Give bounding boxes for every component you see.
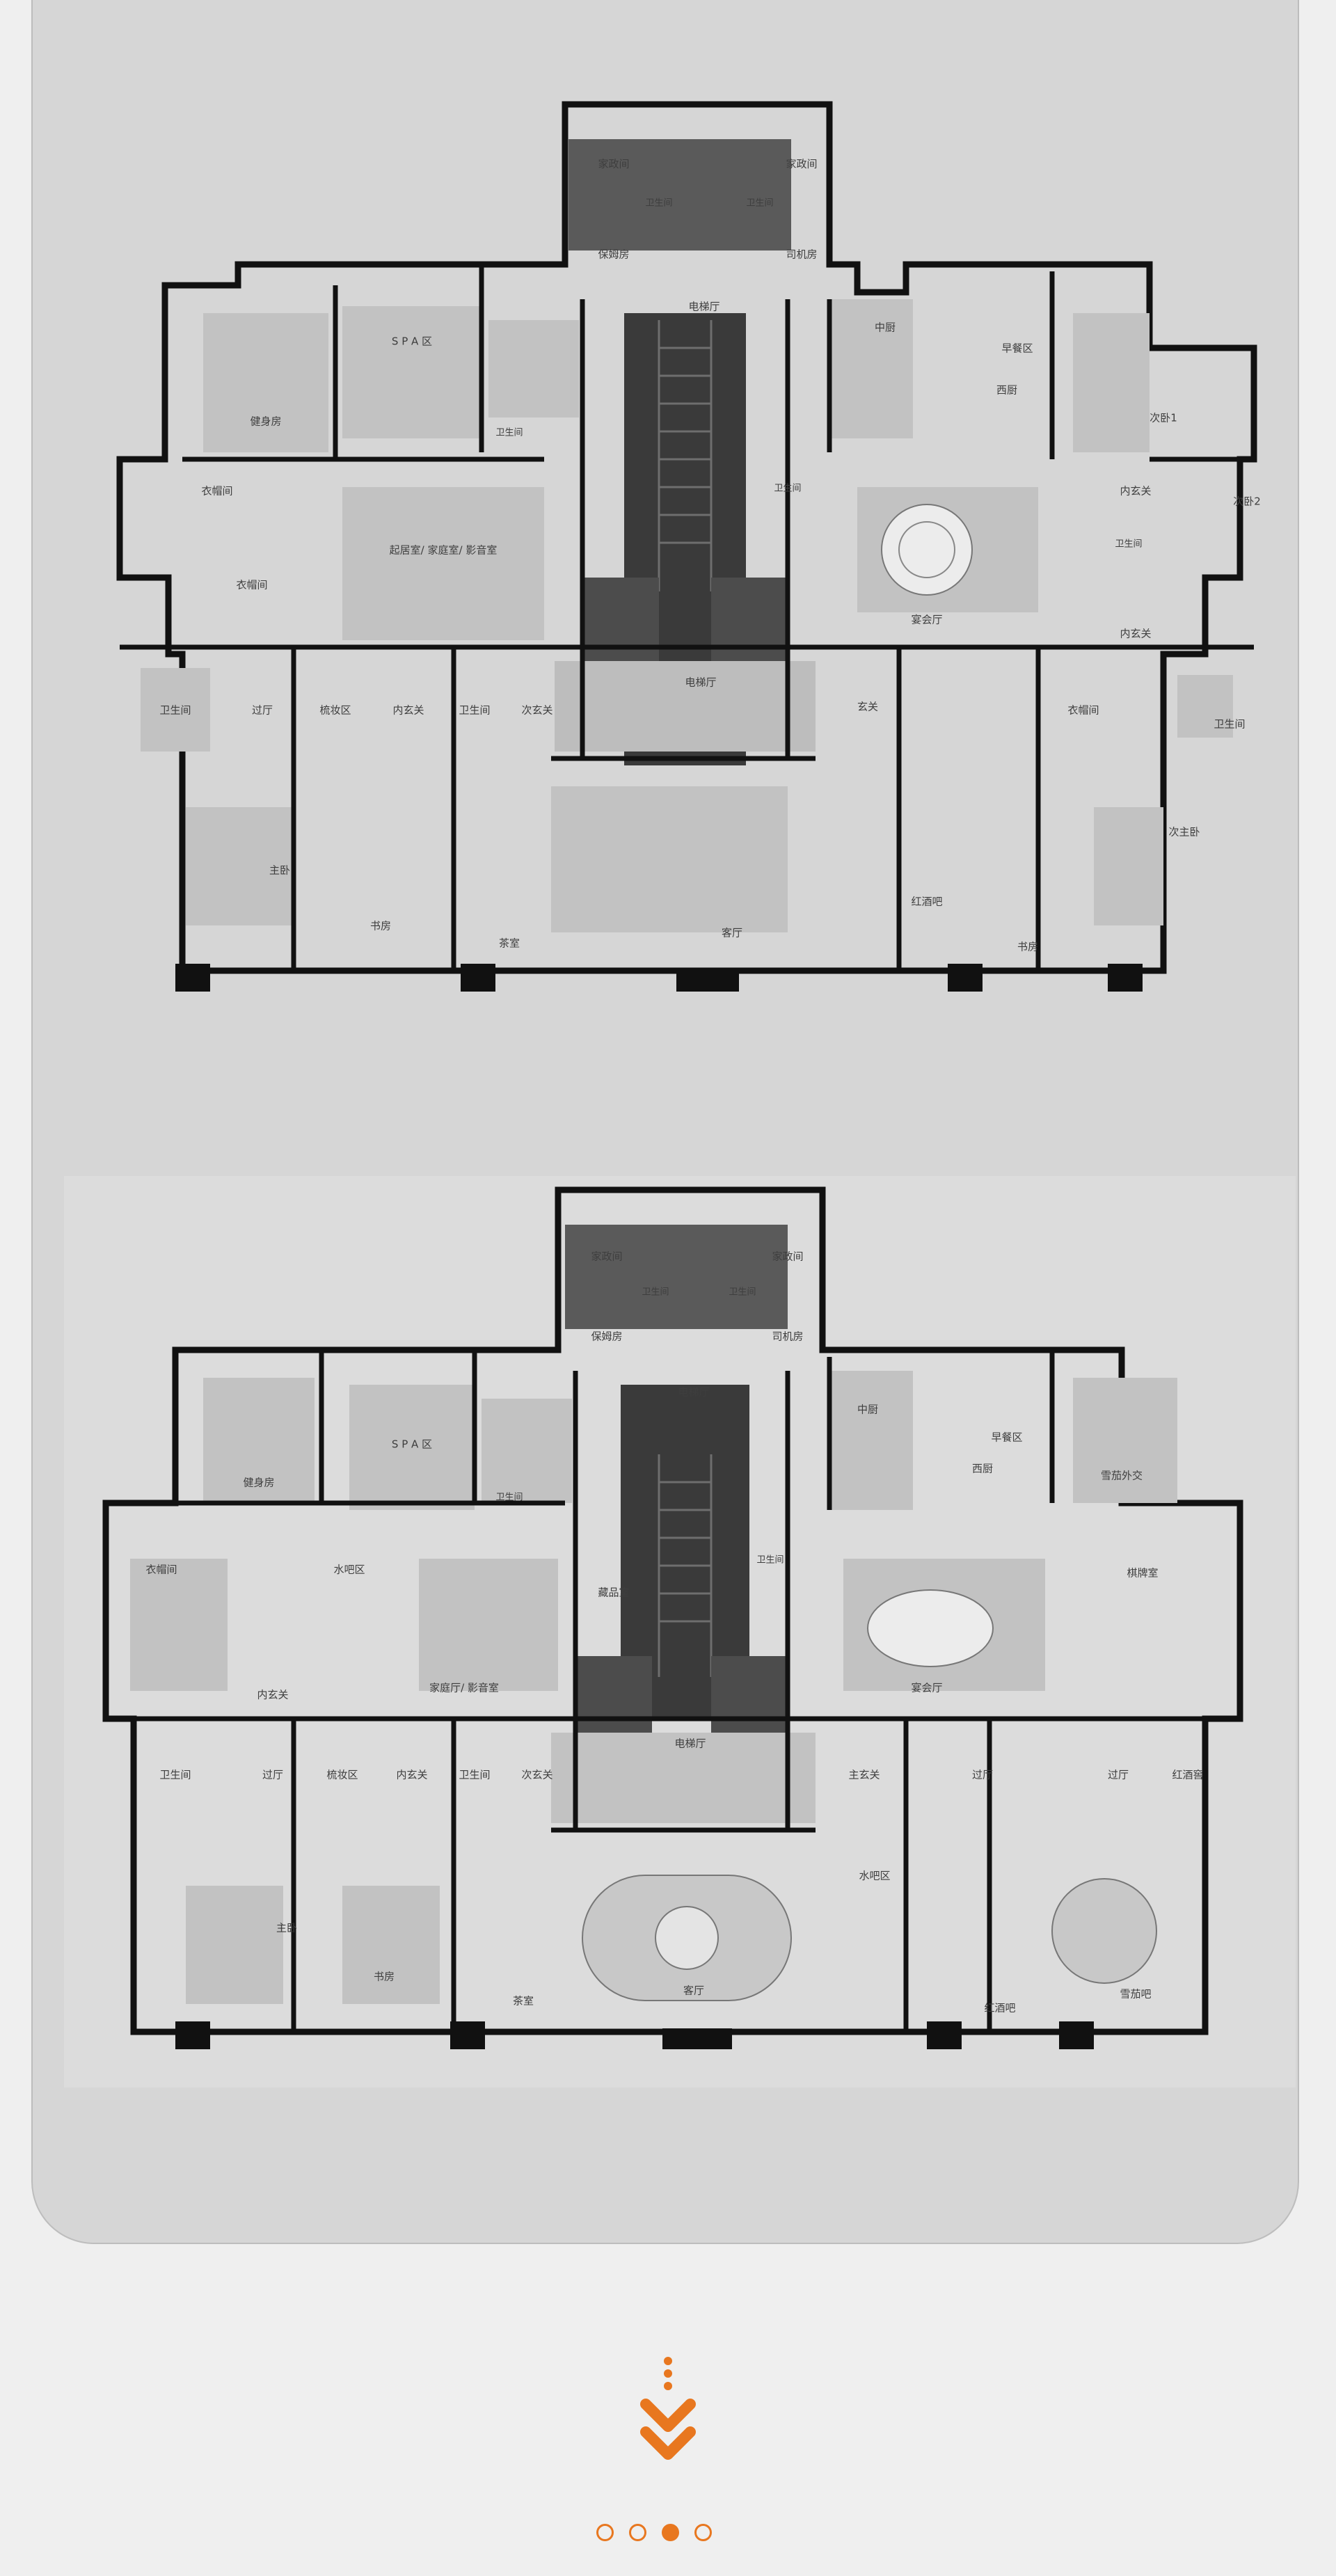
room-label: 茶室: [512, 1994, 534, 2007]
chevron-down-icon[interactable]: [633, 2355, 703, 2481]
room-label: 红酒吧: [984, 2001, 1016, 2014]
room-label: 次主卧: [1168, 825, 1200, 838]
room-label: 书房: [373, 1970, 395, 1983]
room-label: 家政间: [598, 157, 630, 170]
room-label: 卫生间: [1214, 717, 1246, 731]
room-label: 西厨: [996, 383, 1018, 397]
room-label: 雪茄吧: [1120, 1987, 1152, 2001]
room-label: 卫生间: [642, 1287, 669, 1298]
room-label: 内玄关: [257, 1688, 289, 1701]
room-label: 电梯厅: [685, 676, 717, 689]
room-label: 客厅: [721, 926, 743, 939]
room-label: 衣帽间: [145, 1563, 177, 1576]
room-label: 内玄关: [392, 703, 424, 717]
room-label: 卫生间: [729, 1287, 756, 1298]
room-label: 过厅: [262, 1768, 284, 1781]
room-label: 玄关: [857, 700, 879, 713]
room-label: 家政间: [786, 157, 818, 170]
room-label: 梳妆区: [319, 703, 351, 717]
floor-plan-top-drawing: [116, 101, 1257, 992]
room-label: 衣帽间: [1067, 703, 1099, 717]
room-label: 书房: [369, 919, 392, 932]
room-label: 卫生间: [159, 703, 191, 717]
room-label: 卫生间: [459, 703, 491, 717]
room-label: 司机房: [786, 248, 818, 261]
floor-plan-bottom: 家政间 家政间 卫生间 卫生间 保姆房 司机房 电梯厅 S P A 区 健身房 …: [64, 1176, 1296, 2088]
room-label: 家政间: [772, 1250, 804, 1263]
room-label: 电梯厅: [688, 300, 720, 313]
room-label: 雪茄外交: [1100, 1469, 1143, 1482]
room-label: 健身房: [243, 1476, 275, 1489]
room-label: 卫生间: [774, 483, 802, 494]
room-label: 起居室/ 家庭室/ 影音室: [389, 543, 498, 557]
room-label: 红酒吧: [911, 895, 943, 908]
room-label: S P A 区: [391, 1438, 433, 1451]
room-label: 宴会厅: [911, 613, 943, 626]
room-label: 内玄关: [1120, 484, 1152, 498]
room-label: 藏品室: [598, 1586, 630, 1599]
plans-card: 家政间 家政间 卫生间 卫生间 保姆房 司机房 电梯厅 S P A 区 健身房 …: [31, 0, 1299, 2244]
room-label: 衣帽间: [201, 484, 233, 498]
pager-dot-active[interactable]: [662, 2524, 679, 2541]
room-label: 水吧区: [859, 1869, 891, 1882]
room-label: 书房: [1017, 940, 1039, 953]
room-label: 卫生间: [495, 427, 523, 438]
room-label: 宴会厅: [911, 1681, 943, 1694]
room-label: 电梯厅: [674, 1737, 706, 1750]
room-label: 早餐区: [1001, 342, 1033, 355]
room-label: 健身房: [250, 415, 282, 428]
room-label: 保姆房: [591, 1330, 623, 1343]
room-label: 早餐区: [991, 1431, 1023, 1444]
room-label: 客厅: [683, 1984, 705, 1997]
room-label: 西厨: [971, 1462, 994, 1475]
room-label: 电梯厅: [678, 1385, 710, 1399]
room-label: 茶室: [498, 937, 520, 950]
room-label: S P A 区: [391, 335, 433, 348]
room-label: 卫生间: [645, 198, 673, 209]
room-label: 红酒窖: [1172, 1768, 1204, 1781]
floor-plan-bottom-drawing: [64, 1176, 1296, 2088]
room-label: 卫生间: [159, 1768, 191, 1781]
room-label: 次卧1: [1150, 411, 1177, 424]
room-label: 主卧: [269, 864, 291, 877]
room-label: 家庭厅/ 影音室: [429, 1681, 499, 1694]
room-label: 卫生间: [746, 198, 774, 209]
room-label: 卫生间: [1115, 539, 1143, 550]
room-label: 次卧2: [1233, 495, 1261, 508]
room-label: 卫生间: [756, 1555, 784, 1566]
room-label: 主玄关: [848, 1768, 880, 1781]
room-label: 过厅: [251, 703, 273, 717]
room-label: 次玄关: [521, 1768, 553, 1781]
room-label: 保姆房: [598, 248, 630, 261]
room-label: 衣帽间: [236, 578, 268, 591]
room-label: 过厅: [1107, 1768, 1129, 1781]
room-label: 司机房: [772, 1330, 804, 1343]
floor-plan-top: 家政间 家政间 卫生间 卫生间 保姆房 司机房 电梯厅 S P A 区 健身房 …: [64, 90, 1296, 1002]
room-label: 过厅: [971, 1768, 994, 1781]
room-label: 卫生间: [495, 1492, 523, 1503]
room-label: 内玄关: [1120, 627, 1152, 640]
room-label: 家政间: [591, 1250, 623, 1263]
room-label: 棋牌室: [1127, 1566, 1159, 1580]
room-label: 梳妆区: [326, 1768, 358, 1781]
room-label: 水吧区: [333, 1563, 365, 1576]
room-label: 内玄关: [396, 1768, 428, 1781]
room-label: 卫生间: [459, 1768, 491, 1781]
pager-dot[interactable]: [694, 2524, 712, 2541]
pager-dot[interactable]: [629, 2524, 646, 2541]
room-label: 中厨: [874, 321, 896, 334]
pager-dot[interactable]: [596, 2524, 614, 2541]
room-label: 主卧: [276, 1921, 298, 1934]
pager: [596, 2524, 712, 2545]
room-label: 次玄关: [521, 703, 553, 717]
room-label: 中厨: [857, 1403, 879, 1416]
